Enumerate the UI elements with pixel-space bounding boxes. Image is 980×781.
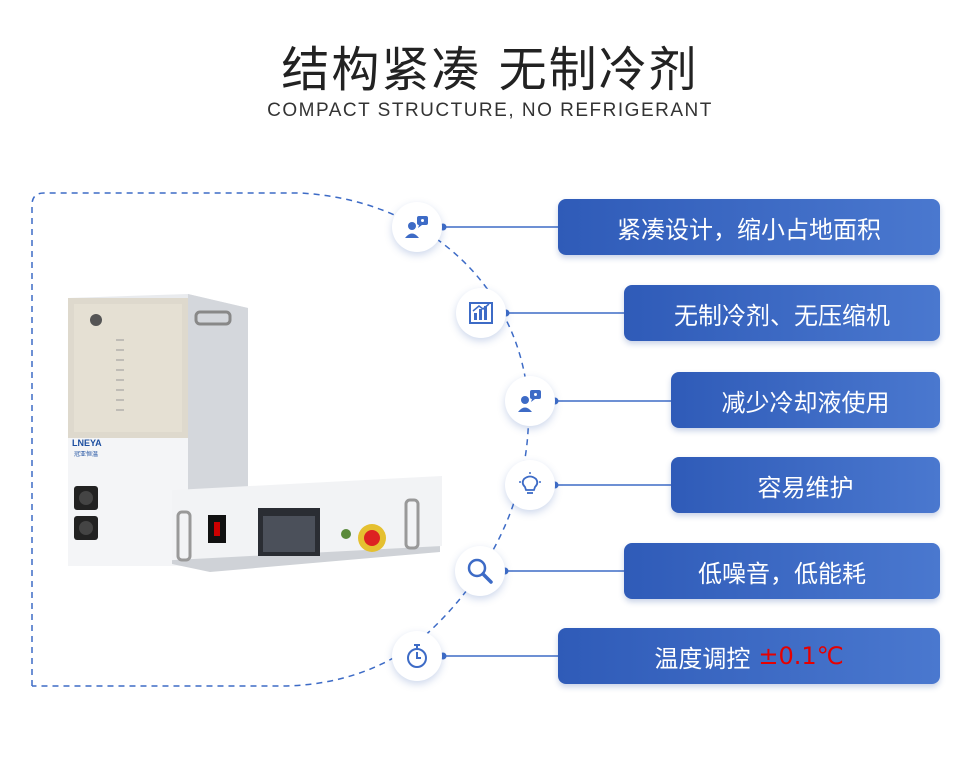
- feature-label: 无制冷剂、无压缩机: [674, 301, 890, 330]
- feature-label: 温度调控: [654, 644, 751, 673]
- feature-label: 低噪音，低能耗: [698, 559, 866, 588]
- user-chat-icon: [505, 376, 555, 426]
- feature-label: 容易维护: [757, 473, 854, 502]
- page-subtitle: COMPACT STRUCTURE, NO REFRIGERANT: [267, 100, 713, 121]
- feature-label: 紧凑设计，缩小占地面积: [617, 215, 881, 244]
- search-icon: [455, 546, 505, 596]
- feature-less-coolant: 减少冷却液使用: [671, 372, 940, 428]
- lightbulb-icon: [505, 460, 555, 510]
- brand-logo: LNEYA: [72, 438, 102, 448]
- product-image: LNEYA 冠亚恒温: [68, 294, 442, 572]
- brand-cn: 冠亚恒温: [74, 450, 98, 458]
- user-chat-icon: [392, 202, 442, 252]
- feature-easy-maintenance: 容易维护: [671, 457, 940, 513]
- feature-temperature-control: 温度调控 ±0.1℃: [558, 628, 940, 684]
- bar-chart-icon: [456, 288, 506, 338]
- feature-low-noise: 低噪音，低能耗: [624, 543, 940, 599]
- stopwatch-icon: [392, 631, 442, 681]
- feature-label: 减少冷却液使用: [721, 388, 890, 417]
- feature-compact-design: 紧凑设计，缩小占地面积: [558, 199, 940, 255]
- temperature-accuracy-value: ±0.1℃: [758, 642, 844, 670]
- feature-no-refrigerant: 无制冷剂、无压缩机: [624, 285, 940, 341]
- page-title: 结构紧凑 无制冷剂: [281, 42, 699, 98]
